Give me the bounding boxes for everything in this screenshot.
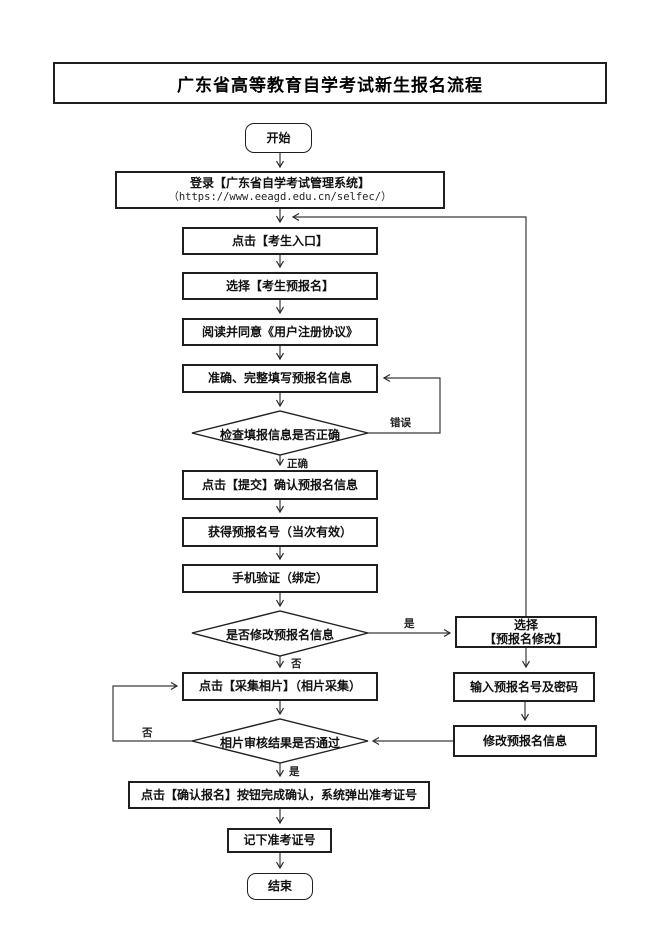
branch-label-photo-yes: 是 bbox=[289, 766, 300, 778]
branch-label-modify-yes: 是 bbox=[404, 618, 415, 630]
branch-label-correct: 正确 bbox=[287, 458, 308, 470]
step-modify-info: 修改预报名信息 bbox=[453, 725, 597, 757]
login-system-url: （https://www.eeagd.edu.cn/selfec/） bbox=[168, 190, 392, 203]
step-note-number: 记下准考证号 bbox=[227, 828, 332, 853]
step-confirm-registration: 点击【确认报名】按钮完成确认，系统弹出准考证号 bbox=[128, 781, 430, 809]
start-terminal: 开始 bbox=[245, 123, 312, 153]
decision-check-info-diamond bbox=[191, 410, 369, 456]
edge-photoreview-no-loop bbox=[112, 681, 192, 742]
page-title: 广东省高等教育自学考试新生报名流程 bbox=[53, 62, 607, 104]
branch-label-modify-no: 否 bbox=[291, 658, 302, 670]
step-submit-confirm: 点击【提交】确认预报名信息 bbox=[182, 470, 378, 500]
decision-modify-label: 是否修改预报名信息 bbox=[225, 628, 334, 642]
step-click-entrance: 点击【考生入口】 bbox=[182, 227, 378, 255]
select-modify-line1: 选择 bbox=[513, 617, 538, 632]
step-enter-credentials: 输入预报名号及密码 bbox=[453, 672, 595, 702]
step-select-modify: 选择 【预报名修改】 bbox=[455, 616, 597, 648]
branch-label-error: 错误 bbox=[390, 417, 411, 429]
step-select-preregistration: 选择【考生预报名】 bbox=[182, 272, 378, 300]
step-login-system: 登录【广东省自学考试管理系统】 （https://www.eeagd.edu.c… bbox=[115, 171, 445, 209]
step-fill-info: 准确、完整填写预报名信息 bbox=[182, 364, 378, 393]
edge-selectmodify-return-to-mainflow bbox=[291, 212, 527, 616]
decision-photo-review-label: 相片审核结果是否通过 bbox=[219, 736, 340, 750]
select-modify-line2: 【预报名修改】 bbox=[483, 632, 568, 646]
step-agree-agreement: 阅读并同意《用户注册协议》 bbox=[182, 318, 378, 346]
branch-label-photo-no: 否 bbox=[142, 727, 153, 739]
login-system-label: 登录【广东省自学考试管理系统】 bbox=[189, 175, 370, 190]
decision-modify-diamond bbox=[191, 610, 369, 657]
step-phone-verify: 手机验证（绑定） bbox=[182, 564, 378, 593]
decision-check-info-label: 检查填报信息是否正确 bbox=[219, 428, 340, 442]
edge-checkinfo-error-loop bbox=[368, 373, 441, 434]
decision-photo-review-diamond bbox=[191, 718, 369, 764]
step-get-number: 获得预报名号（当次有效） bbox=[182, 517, 378, 547]
end-terminal: 结束 bbox=[247, 873, 313, 900]
step-collect-photo: 点击【采集相片】（相片采集） bbox=[182, 672, 378, 701]
